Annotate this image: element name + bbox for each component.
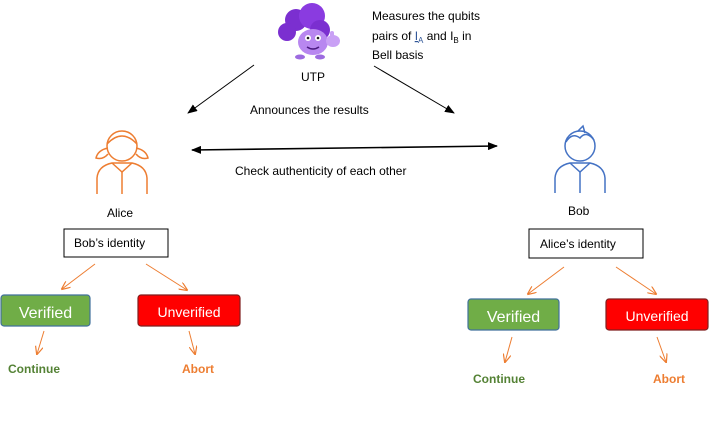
check-authenticity-label: Check authenticity of each other (235, 164, 406, 178)
bob-identity-label: Alice’s identity (540, 237, 616, 251)
bob-verified-label: Verified (487, 309, 540, 326)
utp-note-line1: Measures the qubits (372, 9, 480, 23)
double-arrow-authentication (191, 142, 498, 154)
bob-unverified-label: Unverified (625, 308, 688, 324)
utp-note-line3: Bell basis (372, 48, 423, 62)
alice-unverified-label: Unverified (157, 304, 220, 320)
alice-unverified-box (137, 294, 241, 327)
alice-identity-box (63, 228, 169, 258)
utp-label: UTP (301, 70, 325, 84)
utp-mascot-icon (278, 3, 340, 60)
utp-note-line2: pairs of IA and IB in (372, 29, 471, 45)
alice-name: Alice (107, 206, 133, 220)
bob-name: Bob (568, 204, 590, 218)
arrow-alice-unverified-to-abort (188, 330, 195, 354)
alice-continue-label: Continue (8, 362, 60, 376)
arrow-bob-to-unverified (615, 266, 656, 294)
arrow-bob-to-verified (528, 266, 565, 294)
arrow-bob-verified-to-continue (505, 336, 513, 362)
alice-abort-label: Abort (182, 362, 214, 376)
bob-person-icon (554, 124, 606, 193)
bob-verified-box (467, 298, 560, 331)
bob-abort-label: Abort (653, 372, 685, 386)
alice-identity-label: Bob’s identity (74, 236, 145, 250)
arrow-alice-verified-to-continue (37, 330, 45, 354)
arrow-utp-to-bob (373, 65, 455, 114)
alice-verified-label: Verified (19, 305, 72, 322)
alice-verified-box (0, 294, 91, 327)
arrow-utp-to-alice (187, 64, 255, 114)
bob-continue-label: Continue (473, 372, 525, 386)
arrow-alice-to-unverified (145, 263, 187, 290)
alice-person-icon (95, 130, 149, 194)
bob-identity-box (528, 228, 644, 259)
bob-unverified-box (605, 298, 709, 331)
announce-label: Announces the results (250, 103, 369, 117)
arrow-alice-to-verified (62, 263, 96, 289)
arrow-bob-unverified-to-abort (656, 336, 666, 362)
